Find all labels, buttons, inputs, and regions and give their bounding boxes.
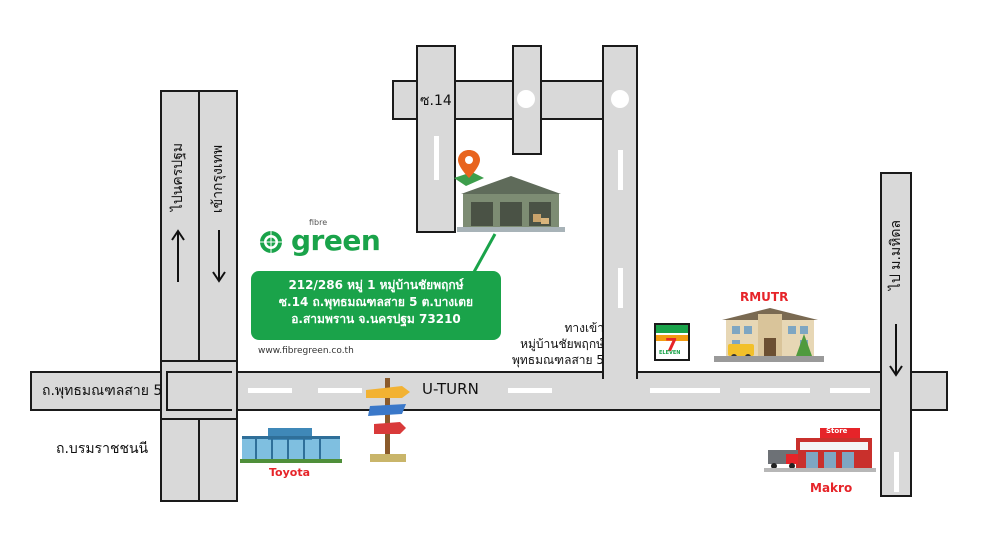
entrance-label-line3: พุทธมณฑลสาย 5 xyxy=(511,353,604,367)
seven-eleven-stripe xyxy=(656,335,688,341)
arrow-up-icon xyxy=(171,229,185,282)
callout-line xyxy=(472,233,497,273)
seven-eleven-landmark: 7 ELEVEN xyxy=(654,323,690,361)
entrance-label-line2: หมู่บ้านชัยพฤกษ์ xyxy=(520,337,604,351)
lane-marking xyxy=(894,452,899,492)
road-merge xyxy=(604,373,636,409)
lane-marking xyxy=(830,388,870,393)
toyota-label: Toyota xyxy=(269,466,311,479)
road-label-to-nakhon-pathom: ไปนครปฐม xyxy=(170,142,186,212)
lane-marking xyxy=(650,388,720,393)
lane-marking xyxy=(618,268,623,308)
road-label-u-turn: U-TURN xyxy=(422,380,479,398)
road-label-borommaratchachonnani: ถ.บรมราชชนนี xyxy=(56,441,149,457)
seven-eleven-text: ELEVEN xyxy=(659,350,681,356)
road-label-to-bangkok: เข้ากรุงเทพ xyxy=(210,144,226,214)
brand-small-text: fibre xyxy=(309,218,328,227)
brand-name: green xyxy=(291,224,381,257)
lane-marking xyxy=(248,388,292,393)
road-label-soi-14: ซ.14 xyxy=(420,93,452,109)
roundabout xyxy=(611,90,629,108)
makro-store-icon xyxy=(764,428,876,472)
road-label-to-mahidol: ไป ม.มหิดล xyxy=(888,219,904,291)
entrance-label: ทางเข้า หมู่บ้านชัยพฤกษ์ พุทธมณฑลสาย 5 xyxy=(494,320,604,368)
toyota-showroom-icon xyxy=(240,428,342,463)
address-line1: 212/286 หมู่ 1 หมู่บ้านชัยพฤกษ์ xyxy=(288,278,464,292)
store-sign: Store xyxy=(826,427,848,435)
road-label-phutthamonthon-5: ถ.พุทธมณฑลสาย 5 xyxy=(42,383,163,399)
arrow-down-icon xyxy=(212,230,226,283)
lane-marking xyxy=(318,388,362,393)
lane-marking xyxy=(618,150,623,190)
warehouse-icon xyxy=(457,176,565,232)
rmutr-label: RMUTR xyxy=(740,290,789,304)
road-merge xyxy=(418,82,454,118)
seven-eleven-seven: 7 xyxy=(665,335,678,356)
roundabout xyxy=(517,90,535,108)
address-box: 212/286 หมู่ 1 หมู่บ้านชัยพฤกษ์ ซ.14 ถ.พ… xyxy=(251,271,501,340)
address-line2: ซ.14 ถ.พุทธมณฑลสาย 5 ต.บางเตย xyxy=(278,295,474,309)
lane-marking xyxy=(740,388,810,393)
address-line3: อ.สามพราน จ.นครปฐม 73210 xyxy=(291,312,461,326)
leaf-logo-icon xyxy=(260,231,282,253)
makro-label: Makro xyxy=(810,481,853,495)
location-pin-icon[interactable] xyxy=(452,148,486,188)
seven-eleven-stripe xyxy=(656,325,688,333)
road-merge xyxy=(882,373,910,409)
signpost-icon xyxy=(366,378,410,462)
lane-marking xyxy=(508,388,552,393)
road-phutthamonthon-north-right xyxy=(198,90,238,502)
university-building-icon xyxy=(714,308,824,362)
lane-marking xyxy=(434,136,439,180)
road-merge xyxy=(202,373,236,409)
road-phutthamonthon-north-left xyxy=(160,90,200,502)
entrance-label-line1: ทางเข้า xyxy=(564,321,604,335)
arrow-down-icon xyxy=(889,324,903,377)
website-link[interactable]: www.fibregreen.co.th xyxy=(258,346,354,356)
